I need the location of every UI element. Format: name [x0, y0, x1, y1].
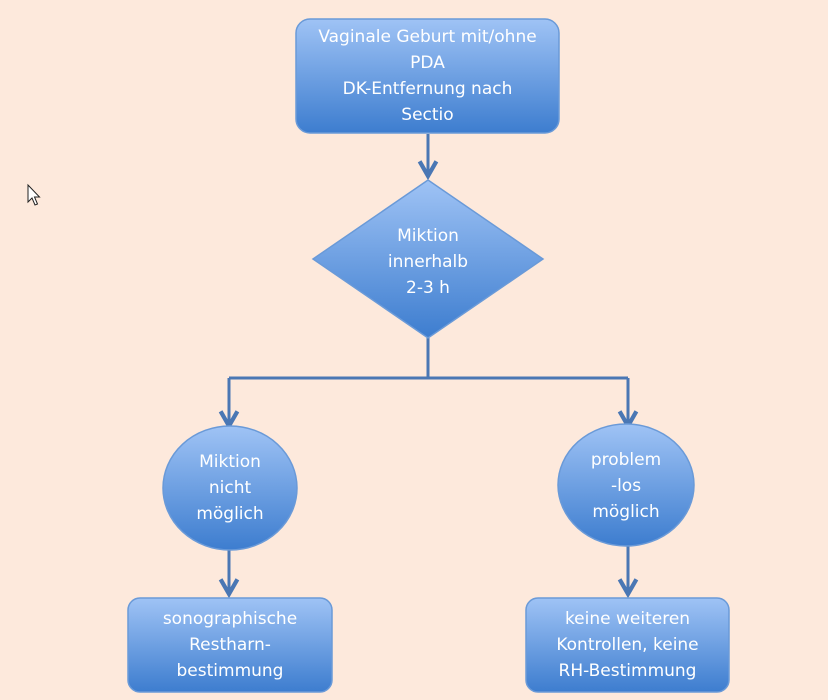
decision-node-line-3: 2-3 h	[406, 278, 450, 298]
start-node-label: Vaginale Geburt mit/ohne PDA DK-Entfernu…	[296, 19, 559, 133]
start-node-line-1: Vaginale Geburt mit/ohne	[318, 27, 537, 47]
right-action-line-2: Kontrollen, keine	[556, 635, 699, 655]
right-outcome-line-1: problem	[590, 450, 662, 470]
left-action-node-shape	[127, 597, 333, 693]
decision-node-line-1: Miktion	[397, 226, 459, 246]
decision-node-label: Miktion innerhalb 2-3 h	[348, 222, 508, 302]
decision-node-line-2: innerhalb	[387, 252, 469, 272]
right-outcome-line-2: -los	[610, 476, 642, 496]
left-outcome-node-shape	[162, 425, 298, 551]
connectors	[229, 134, 628, 594]
mouse-cursor-icon	[27, 183, 41, 206]
left-action-line-3: bestimmung	[176, 661, 284, 681]
left-action-line-1: sonographische	[162, 609, 298, 629]
right-action-line-3: RH-Bestimmung	[558, 661, 697, 681]
decision-node-shape	[311, 179, 545, 339]
start-node-line-2: PDA	[410, 53, 445, 73]
left-outcome-node-label: Miktion nicht möglich	[165, 448, 295, 528]
start-node-line-4: Sectio	[401, 105, 454, 125]
right-outcome-node-shape	[557, 423, 695, 547]
left-action-line-2: Restharn-	[189, 635, 271, 655]
left-action-node-label: sonographische Restharn- bestimmung	[128, 598, 332, 692]
right-action-node-label: keine weiteren Kontrollen, keine RH-Best…	[526, 598, 729, 692]
left-outcome-line-1: Miktion	[199, 452, 261, 472]
left-outcome-line-2: nicht	[208, 478, 252, 498]
right-action-line-1: keine weiteren	[564, 609, 691, 629]
start-node-line-3: DK-Entfernung nach	[342, 79, 513, 99]
right-outcome-line-3: möglich	[592, 502, 660, 522]
right-outcome-node-label: problem -los möglich	[561, 446, 691, 526]
left-outcome-line-3: möglich	[196, 504, 264, 524]
start-node-shape	[295, 18, 560, 134]
right-action-node-shape	[525, 597, 730, 693]
